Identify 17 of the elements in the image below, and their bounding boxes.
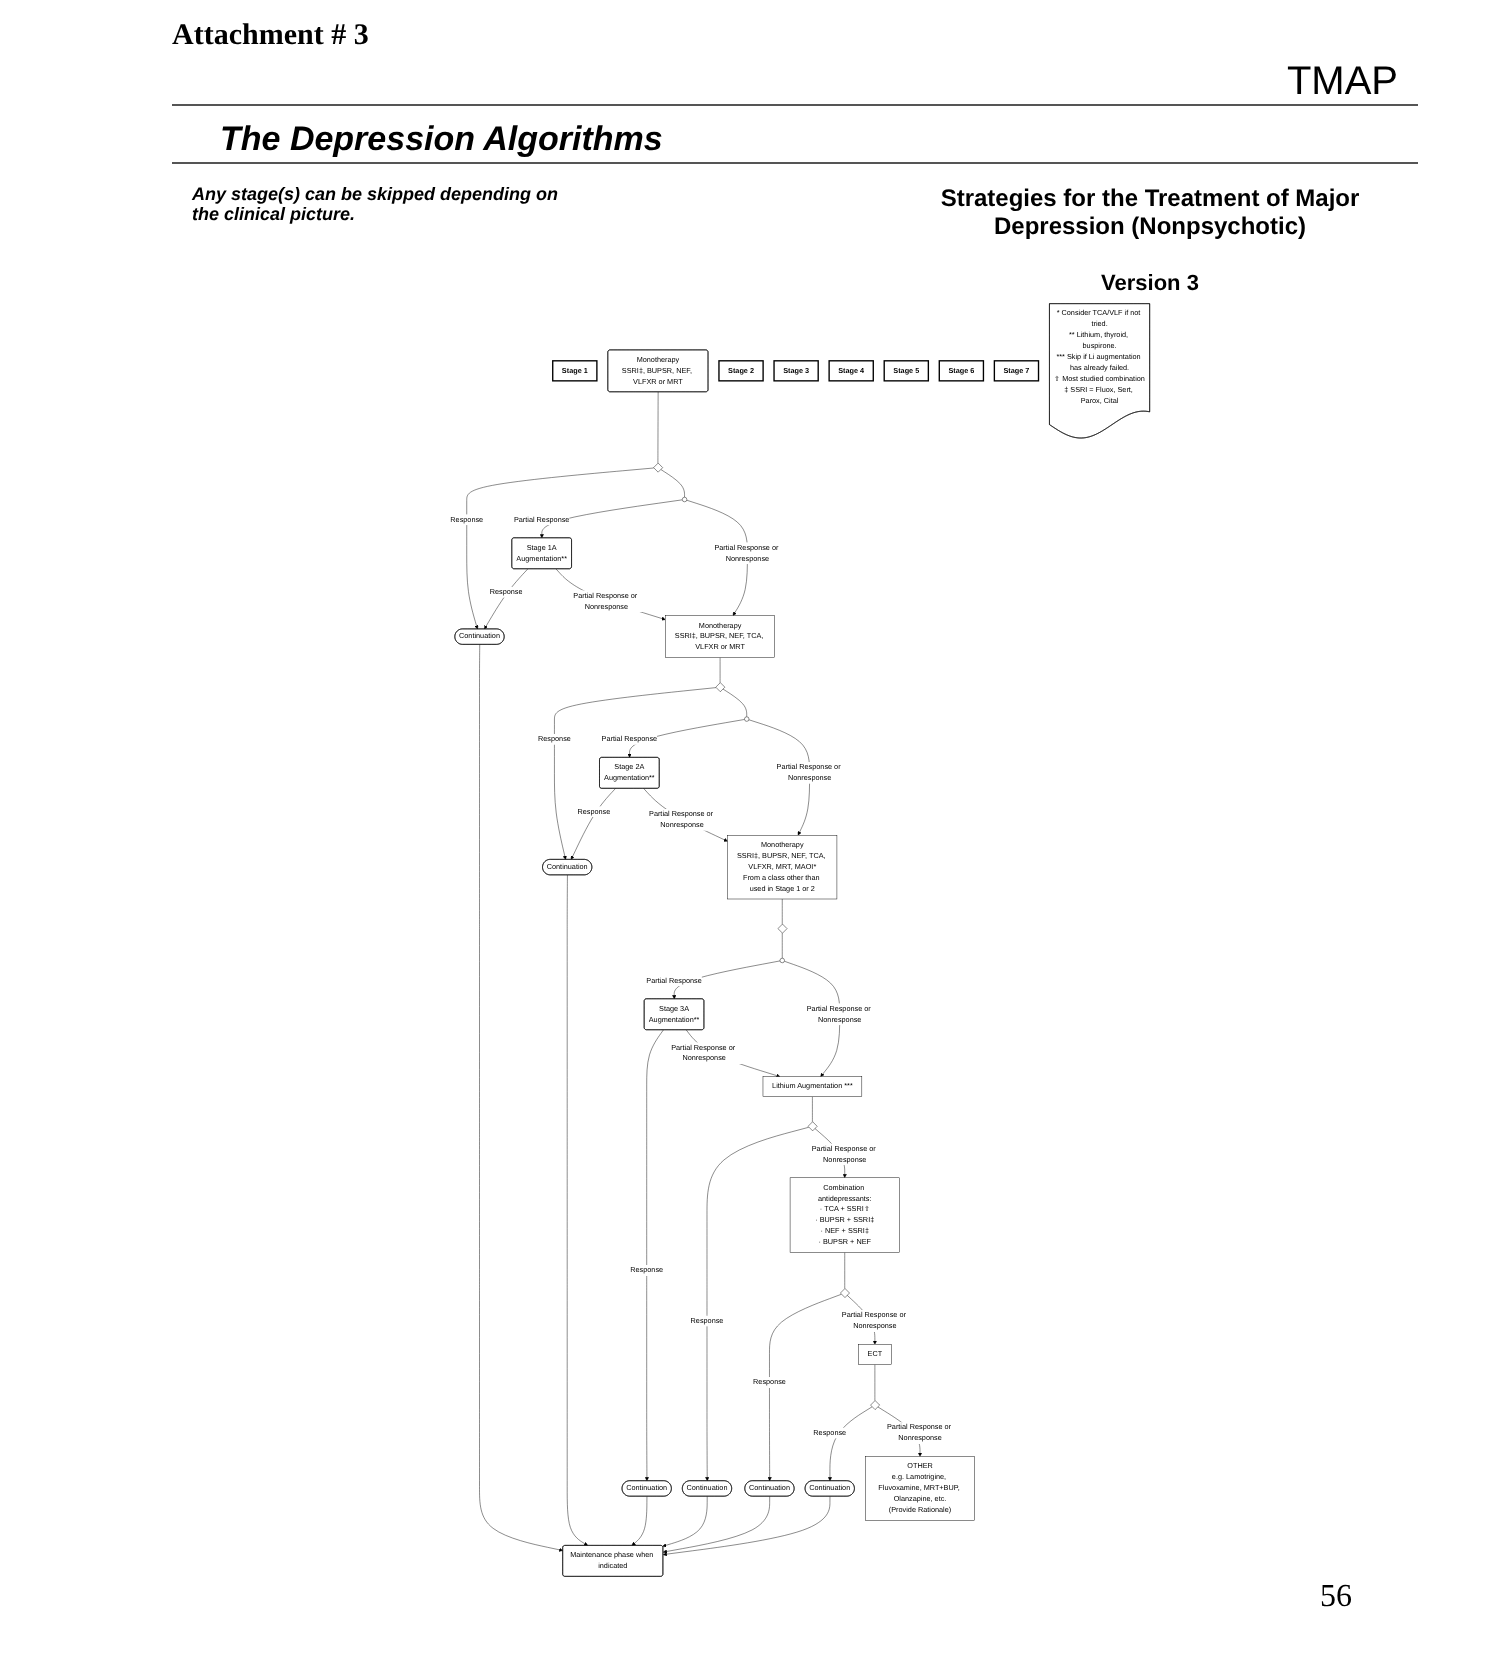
node-diamond	[653, 462, 663, 473]
node-diamond	[870, 1400, 880, 1410]
node-diamond	[840, 1288, 850, 1298]
node-circle	[744, 716, 750, 722]
node-circle	[682, 497, 688, 503]
attachment-heading: Attachment # 3	[172, 20, 369, 54]
diagram-heading: Strategies for the Treatment of Major Depression (Nonpsychotic)	[940, 184, 1360, 240]
connector	[657, 391, 659, 464]
page-number: 56	[1320, 1580, 1352, 1616]
node-diamond	[807, 1121, 818, 1132]
node-diamond	[715, 682, 726, 692]
node-diamond	[777, 923, 788, 934]
node-circle	[779, 958, 785, 963]
section-title: The Depression Algorithms	[220, 120, 663, 160]
note: Any stage(s) can be skipped depending on the clinical picture.	[192, 184, 561, 224]
header-text: TMAP	[1286, 60, 1398, 106]
version-note: Version 3	[1099, 272, 1201, 296]
